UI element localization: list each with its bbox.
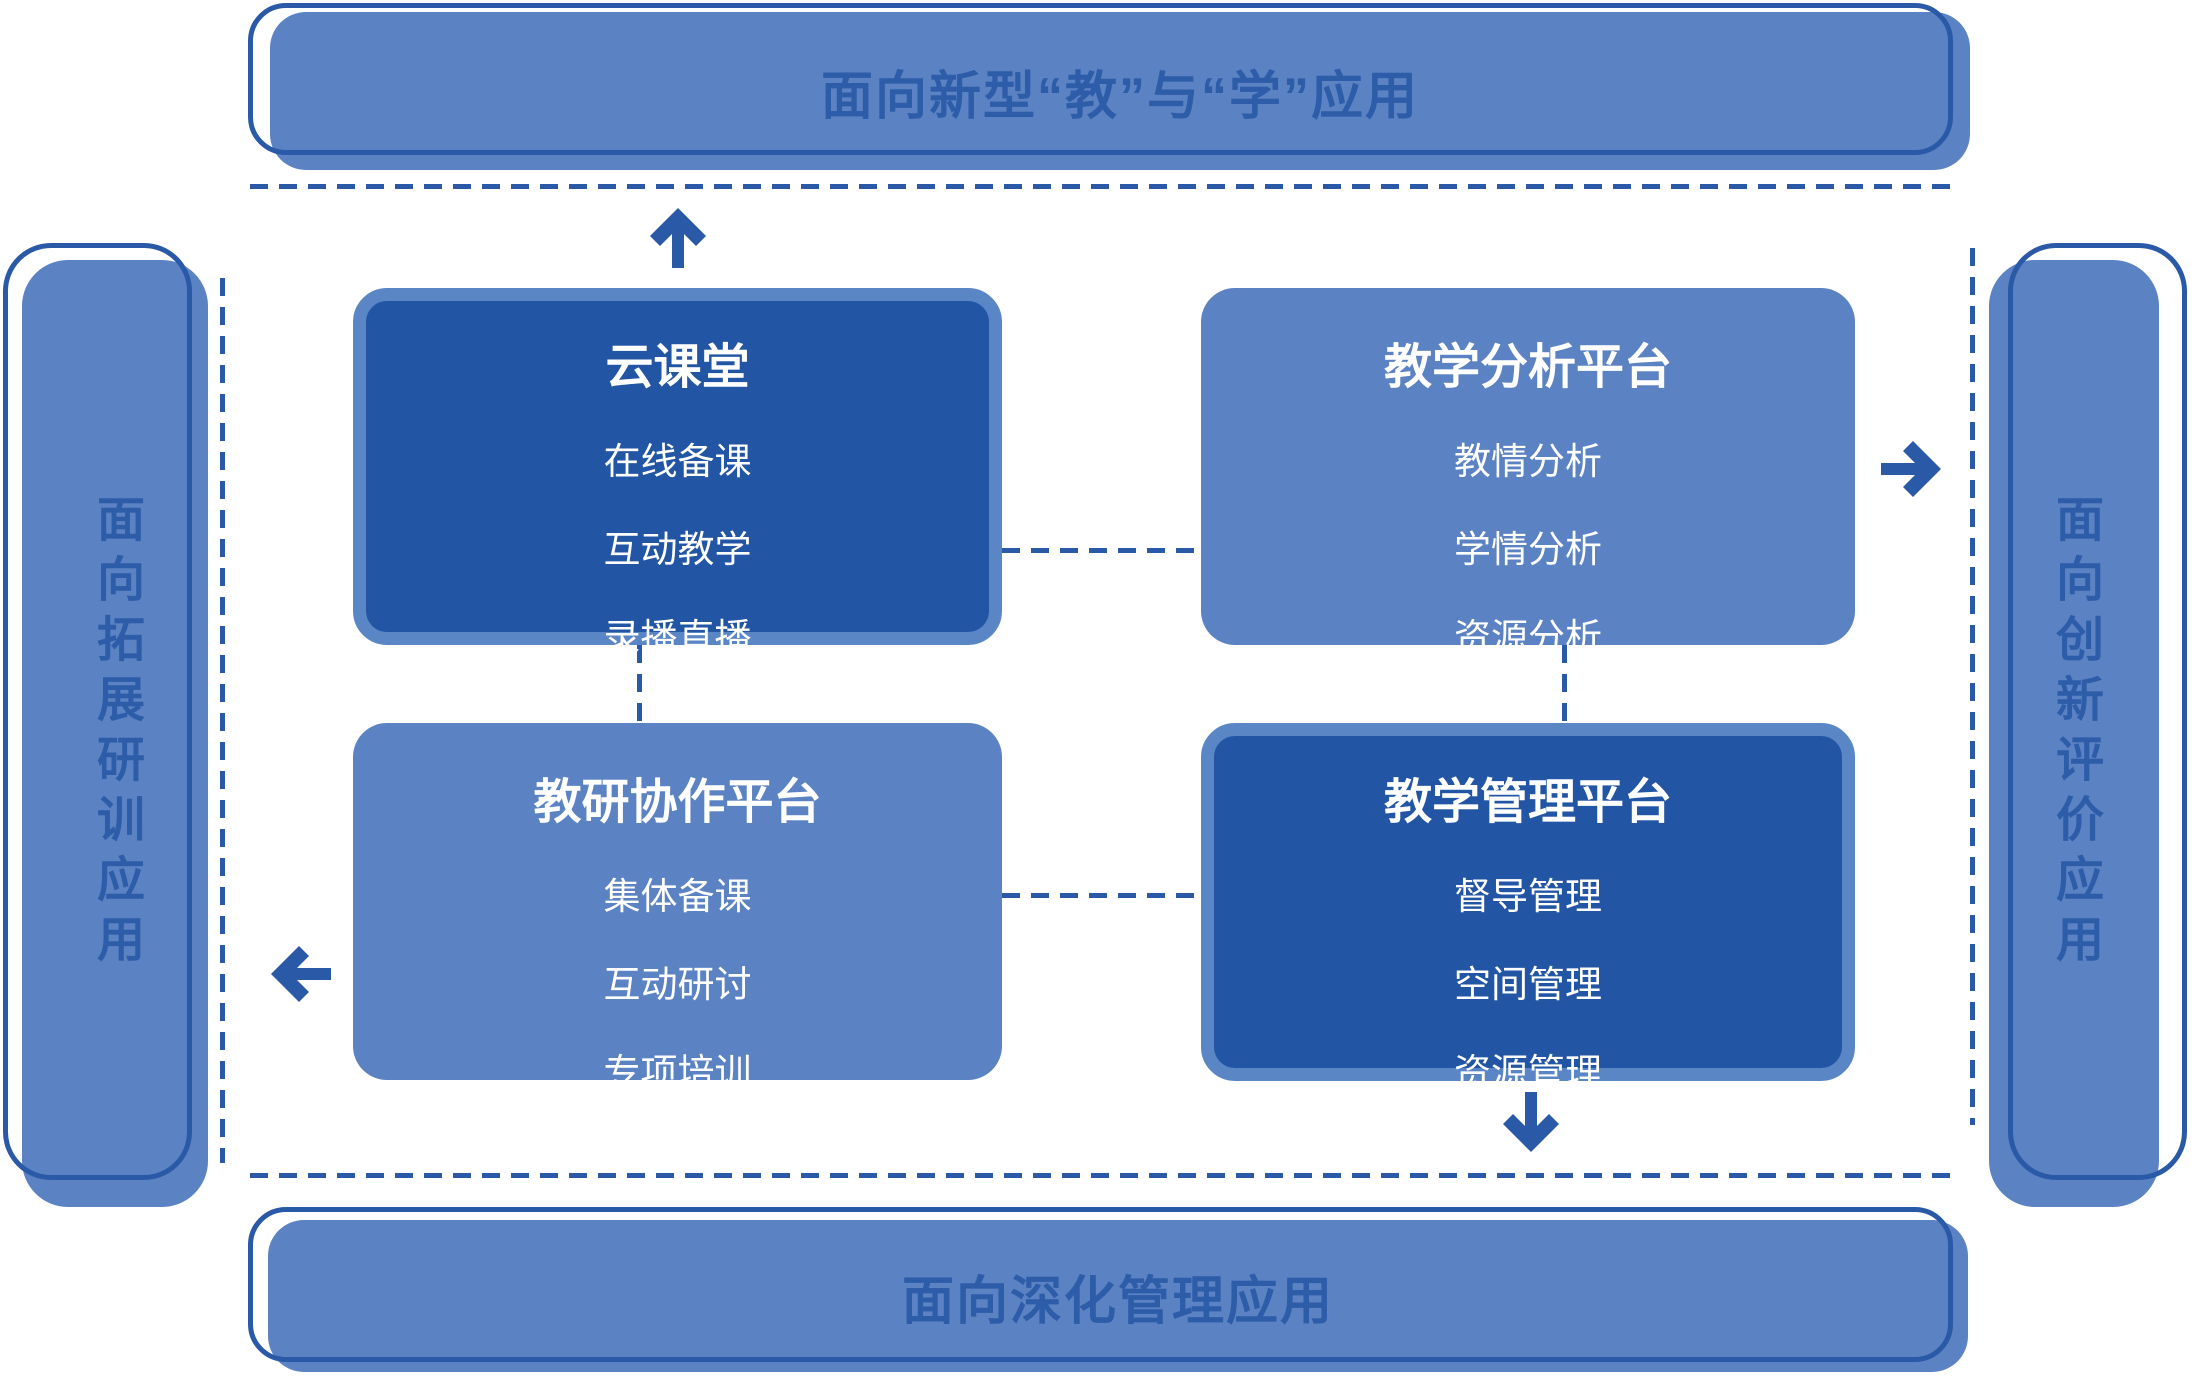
box-item-list: 在线备课 互动教学 录播直播 [604, 431, 752, 661]
box-title: 教研协作平台 [533, 776, 822, 829]
box-research-collaboration: 教研协作平台 集体备课 互动研讨 专项培训 [353, 723, 1002, 1093]
box-item-list: 教情分析 学情分析 资源分析 [1454, 431, 1602, 661]
banner-top-label: 面向新型“教”与“学”应用 [820, 67, 1419, 126]
box-item: 资源分析 [1454, 617, 1602, 658]
banner-top: 面向新型“教”与“学”应用 [270, 12, 1970, 170]
dashed-line-left [220, 278, 225, 1163]
box-item: 督导管理 [1454, 876, 1602, 917]
box-item: 互动教学 [603, 529, 752, 570]
box-title: 云课堂 [605, 341, 750, 394]
box-item: 教情分析 [1454, 441, 1602, 482]
box-item: 集体备课 [603, 876, 752, 917]
arrow-down-icon [1501, 1092, 1561, 1154]
box-item: 互动研讨 [603, 964, 752, 1005]
arrow-right-icon [1881, 439, 1943, 499]
connector-bottom-row [1002, 893, 1204, 898]
connector-left-column [637, 645, 642, 723]
box-item: 资源管理 [1454, 1052, 1602, 1093]
box-item: 学情分析 [1454, 529, 1602, 570]
box-item-list: 督导管理 空间管理 资源管理 [1454, 866, 1602, 1096]
box-item: 空间管理 [1454, 964, 1602, 1005]
box-item: 在线备课 [603, 441, 752, 482]
box-title: 教学管理平台 [1383, 776, 1672, 829]
box-item-list: 集体备课 互动研讨 专项培训 [604, 866, 752, 1096]
banner-right-label: 面向创新评价应用 [2048, 493, 2101, 974]
arrow-up-icon [648, 206, 708, 268]
dashed-line-top [250, 184, 1955, 189]
box-item: 专项培训 [603, 1052, 752, 1093]
banner-left-label: 面向拓展研训应用 [89, 493, 142, 974]
banner-bottom: 面向深化管理应用 [268, 1220, 1968, 1372]
connector-top-row [1002, 548, 1201, 553]
box-item: 录播直播 [603, 617, 752, 658]
box-teaching-management: 教学管理平台 督导管理 空间管理 资源管理 [1201, 723, 1855, 1093]
box-teaching-analysis: 教学分析平台 教情分析 学情分析 资源分析 [1201, 288, 1855, 658]
banner-right: 面向创新评价应用 [1989, 260, 2159, 1207]
dashed-line-bottom [250, 1173, 1955, 1178]
connector-right-column [1562, 645, 1567, 723]
dashed-line-right [1970, 248, 1975, 1125]
box-cloud-classroom: 云课堂 在线备课 互动教学 录播直播 [353, 288, 1002, 658]
banner-bottom-label: 面向深化管理应用 [901, 1272, 1334, 1331]
banner-left: 面向拓展研训应用 [22, 260, 208, 1207]
box-title: 教学分析平台 [1383, 341, 1672, 394]
arrow-left-icon [269, 944, 331, 1004]
